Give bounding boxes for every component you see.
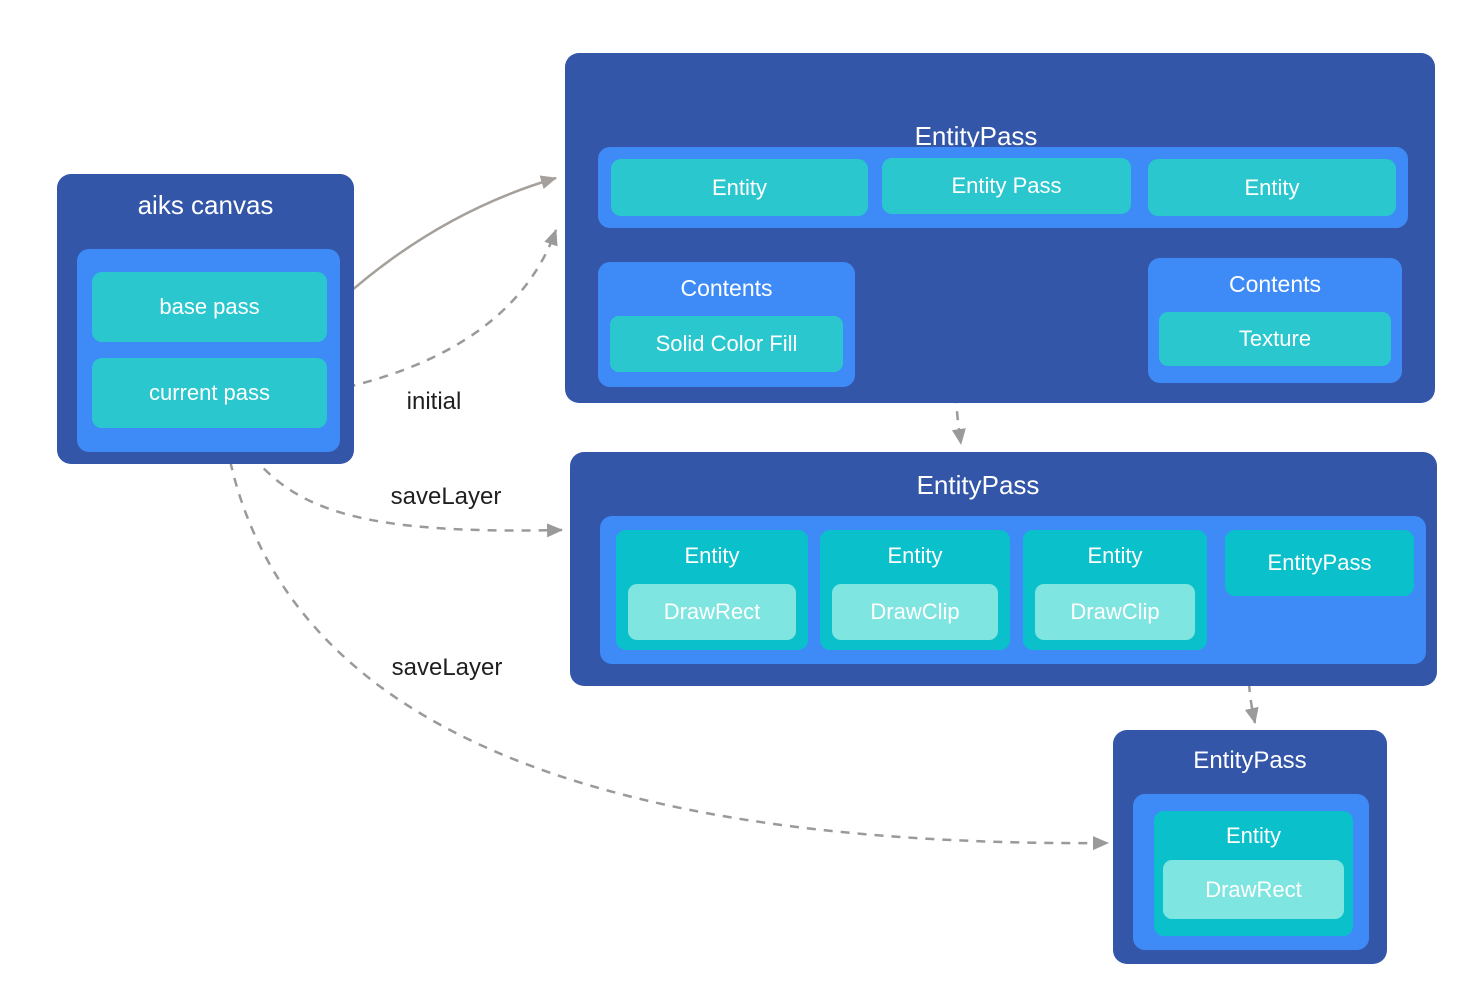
entity-label: Entity <box>684 543 740 568</box>
entity-node: Entity DrawClip <box>820 530 1010 650</box>
edge-base-pass-to-top-entitypass <box>327 175 557 313</box>
bottom-entitypass-box: EntityPass Entity DrawRect <box>1113 730 1387 964</box>
edge-label-savelayer-bottom: saveLayer <box>391 654 503 681</box>
top-entitypass-row: Entity Entity Pass Entity <box>598 147 1408 228</box>
base-pass-node: base pass <box>92 272 327 342</box>
entity-node: Entity DrawRect <box>616 530 808 650</box>
entity-pass-node: Entity Pass <box>882 158 1131 214</box>
edge-label-savelayer-top: saveLayer <box>390 483 502 510</box>
entity-label: Entity <box>1225 822 1282 848</box>
aiks-canvas-title: aiks canvas <box>137 190 274 220</box>
entitypass-child-node: EntityPass <box>1225 530 1414 596</box>
draw-clip-node: DrawClip <box>832 584 998 640</box>
entity-node: Entity <box>611 159 868 216</box>
contents-title: Contents <box>680 275 773 301</box>
aiks-canvas-inner-panel: base pass current pass <box>77 249 340 452</box>
entity-node: Entity <box>1148 159 1396 216</box>
contents-box-right: Contents Texture <box>1148 258 1402 383</box>
entity-label: Entity <box>887 543 943 568</box>
texture-node: Texture <box>1159 312 1391 366</box>
draw-rect-node: DrawRect <box>628 584 796 640</box>
edge-current-pass-initial <box>329 229 558 393</box>
top-entitypass-box: EntityPass Entity Entity Pass Entity Con… <box>565 53 1435 403</box>
draw-rect-node: DrawRect <box>1163 860 1344 919</box>
top-entitypass-title: EntityPass <box>914 121 1038 151</box>
solid-color-fill-node: Solid Color Fill <box>610 316 843 372</box>
current-pass-node: current pass <box>92 358 327 428</box>
contents-title: Contents <box>1228 271 1322 297</box>
edge-label-initial: initial <box>406 388 462 415</box>
bottom-entitypass-title: EntityPass <box>1193 747 1307 774</box>
entity-label: Entity <box>1087 543 1143 568</box>
aiks-canvas-box: aiks canvas base pass current pass <box>57 174 354 464</box>
entity-node: Entity DrawRect <box>1154 811 1353 936</box>
contents-box-left: Contents Solid Color Fill <box>598 262 855 387</box>
draw-clip-node: DrawClip <box>1035 584 1195 640</box>
middle-entitypass-row: Entity DrawRect Entity DrawClip Entity D… <box>600 516 1426 664</box>
middle-entitypass-title: EntityPass <box>916 470 1040 500</box>
middle-entitypass-box: EntityPass Entity DrawRect Entity DrawCl… <box>570 452 1437 686</box>
bottom-entitypass-inner-panel: Entity DrawRect <box>1133 794 1369 950</box>
entity-node: Entity DrawClip <box>1023 530 1207 650</box>
